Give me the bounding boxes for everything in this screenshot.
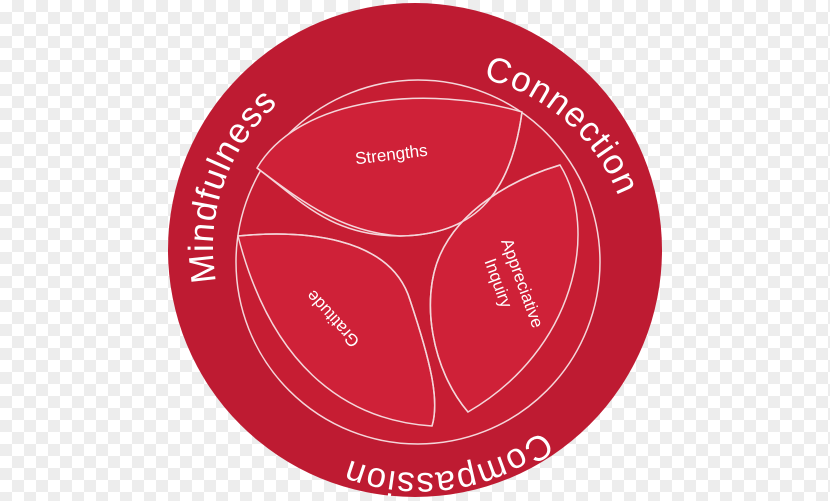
divider-line [429,254,469,413]
divider-line [409,299,436,427]
divider-line [256,167,401,237]
divider-line [439,164,561,256]
divider-line [237,233,411,301]
divider-line [399,111,523,237]
